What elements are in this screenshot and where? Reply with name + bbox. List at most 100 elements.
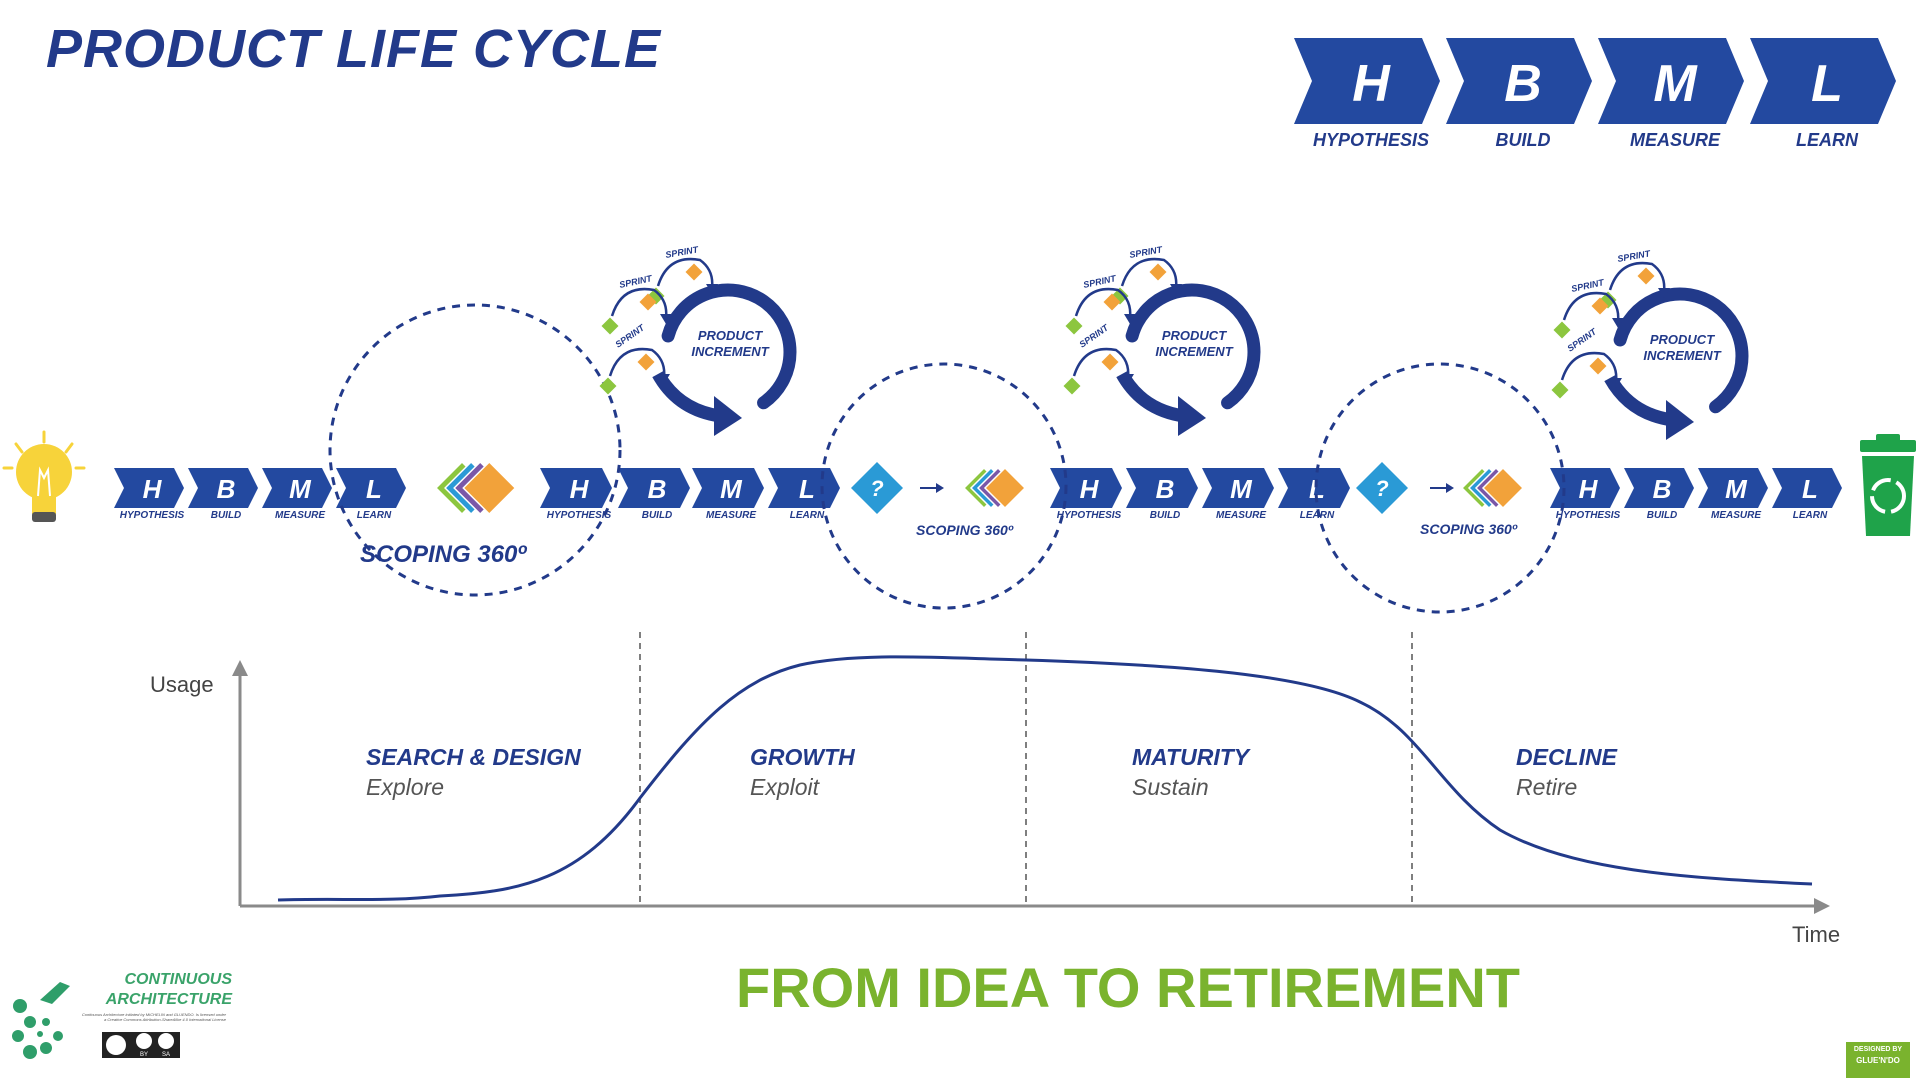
step-label: BUILD	[1150, 510, 1181, 521]
step-letter: L	[799, 474, 815, 504]
cc-by-circle	[136, 1033, 152, 1049]
logo-dot	[40, 1042, 52, 1054]
sprint-arrowhead	[1122, 374, 1134, 384]
logo-rocket	[40, 982, 70, 1004]
sprint-arc	[656, 257, 714, 289]
logo-dot	[24, 1016, 36, 1028]
lightbulb-icon	[2, 430, 86, 522]
legend-label: LEARN	[1796, 130, 1859, 150]
step-letter: M	[1230, 474, 1253, 504]
scoping-diamonds-icon	[434, 460, 517, 516]
chevron-block	[114, 468, 184, 508]
sprint-start-marker	[1551, 381, 1569, 399]
increment-tail	[652, 370, 722, 423]
legend-chevron	[1294, 38, 1440, 124]
brand-line-1: CONTINUOUS	[124, 971, 232, 988]
phase-subtitle: Sustain	[1132, 774, 1209, 800]
scoping-label: SCOPING 360º	[916, 522, 1014, 538]
step-label: LEARN	[357, 510, 392, 521]
increment-label-2: INCREMENT	[691, 344, 769, 359]
bulb-base	[32, 512, 56, 522]
sprint-label: SPRINT	[1077, 322, 1111, 350]
sprint-end-marker	[1101, 353, 1119, 371]
increment-label-1: PRODUCT	[1650, 332, 1715, 347]
sprint-arc	[1120, 257, 1178, 289]
phase-name: SEARCH & DESIGN	[366, 744, 581, 770]
phase-name: GROWTH	[750, 744, 855, 770]
sprint-start-marker	[1553, 321, 1571, 339]
chevron-block	[540, 468, 612, 508]
step-letter: B	[1156, 474, 1175, 504]
step-letter: H	[570, 474, 590, 504]
chevron-block	[262, 468, 332, 508]
increment-tail	[1116, 370, 1186, 423]
step-label: MEASURE	[706, 510, 756, 521]
increment-arc	[1125, 283, 1261, 410]
scoping-diamond	[462, 460, 517, 516]
chevron-block	[618, 468, 690, 508]
sprint-arrowhead	[658, 374, 670, 384]
chevron-block	[1624, 468, 1694, 508]
x-axis-label: Time	[1792, 922, 1840, 947]
logo-dot	[42, 1018, 50, 1026]
sprint-arrowhead	[1124, 314, 1136, 324]
step-letter: H	[1080, 474, 1100, 504]
sprint-start-marker	[1065, 317, 1083, 335]
sprint-label: SPRINT	[1570, 277, 1606, 294]
designer-credit: DESIGNED BY GLUE'N'DO	[1846, 1042, 1910, 1078]
sprint-end-marker	[1589, 357, 1607, 375]
phase-name: MATURITY	[1132, 744, 1252, 770]
chevron-block	[336, 468, 406, 508]
bulb-glass	[16, 444, 72, 500]
recycle-bin-icon	[1860, 434, 1916, 536]
logo-dot	[13, 999, 27, 1013]
question-diamond-icon: ?	[851, 462, 903, 514]
scoping-circle	[328, 303, 622, 597]
legend-chevron	[1598, 38, 1744, 124]
sprint-end-marker	[685, 263, 703, 281]
sprint-end-marker	[1149, 263, 1167, 281]
scoping-label-large: SCOPING 360º	[360, 541, 527, 568]
step-label: HYPOTHESIS	[1556, 510, 1621, 521]
increment-arc	[1613, 287, 1749, 414]
question-diamond-shape	[1356, 462, 1408, 514]
increment-label-1: PRODUCT	[1162, 328, 1227, 343]
step-label: MEASURE	[275, 510, 325, 521]
increment-tail	[1604, 374, 1674, 427]
chevron-block	[1278, 468, 1350, 508]
legend-chevron	[1750, 38, 1896, 124]
sprint-arc	[608, 347, 666, 379]
bin-handle	[1876, 434, 1900, 442]
recycle-symbol	[1870, 478, 1906, 514]
credit-line-2: GLUE'N'DO	[1856, 1056, 1900, 1065]
bulb-ray	[14, 442, 24, 454]
bin-body	[1862, 456, 1914, 536]
sprint-arrowhead	[660, 314, 672, 324]
increment-arrowhead	[714, 396, 742, 436]
sprint-arc	[1560, 351, 1618, 383]
legend-letter: H	[1352, 55, 1391, 113]
step-letter: M	[289, 474, 312, 504]
increment-arrowhead	[1666, 400, 1694, 440]
step-letter: B	[217, 474, 236, 504]
chevron-block	[1550, 468, 1620, 508]
sprint-label: SPRINT	[618, 273, 654, 290]
chevron-block	[1772, 468, 1842, 508]
chevron-block	[1126, 468, 1198, 508]
phase-name: DECLINE	[1516, 744, 1618, 770]
question-mark: ?	[870, 476, 883, 501]
sprint-label: SPRINT	[613, 322, 647, 350]
license-note: Continuous Architecture initiated by MIC…	[81, 1012, 226, 1022]
bulb-ray	[64, 442, 74, 454]
increment-arrowhead	[1178, 396, 1206, 436]
scoping-diamond	[983, 466, 1027, 510]
sprint-label: SPRINT	[1617, 248, 1653, 264]
